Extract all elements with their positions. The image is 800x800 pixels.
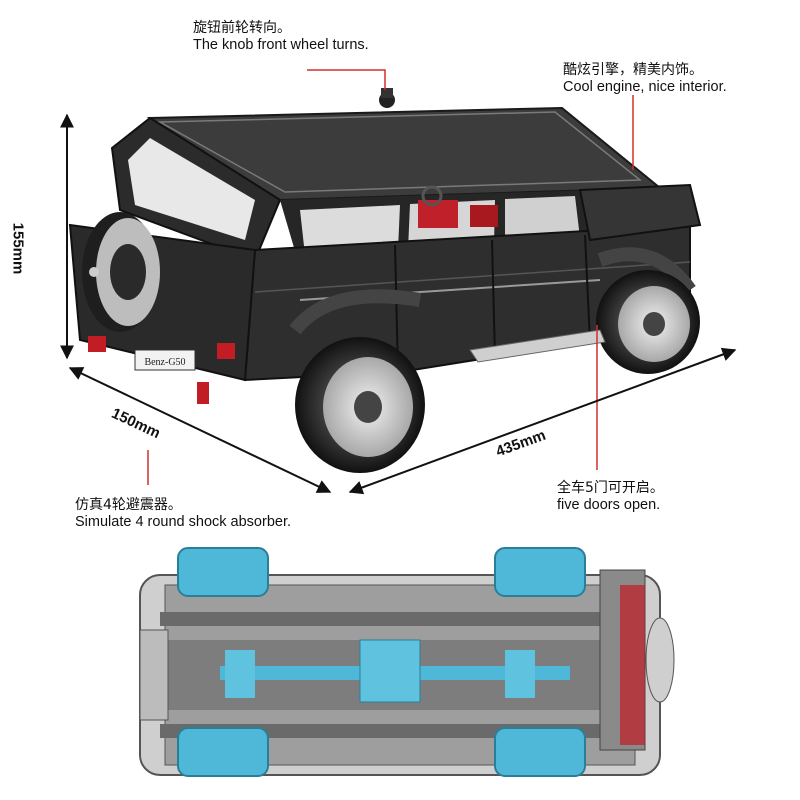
dimension-height-label: 155mm	[9, 222, 27, 275]
chassis-bottom-view	[139, 547, 675, 777]
annotation-doors: 全车5门可开启。 five doors open.	[557, 480, 664, 514]
tail-light	[88, 336, 106, 352]
width-arrow	[68, 367, 332, 493]
annotation-shock-zh: 仿真4轮避震器。	[75, 497, 182, 513]
wheel-rear-left	[494, 547, 586, 597]
wheel-front-left	[177, 547, 269, 597]
length-arrow	[348, 347, 737, 495]
license-plate-text: Benz-G50	[144, 357, 185, 368]
annotation-engine-en: Cool engine, nice interior.	[563, 78, 727, 95]
annotation-knob: 旋钮前轮转向。 The knob front wheel turns.	[193, 20, 369, 54]
hood	[578, 183, 702, 242]
dimension-lines	[60, 113, 737, 495]
rear-wheel	[295, 337, 425, 473]
wheel-front-right	[177, 727, 269, 777]
annotation-doors-en: five doors open.	[557, 496, 661, 513]
annotation-knob-zh: 旋钮前轮转向。	[193, 20, 291, 36]
vehicle-model: Benz-G50	[68, 88, 702, 473]
red-seat	[418, 200, 458, 228]
steering-wheel	[421, 185, 443, 207]
annotation-knob-en: The knob front wheel turns.	[193, 36, 369, 53]
annotation-doors-zh: 全车5门可开启。	[557, 480, 664, 496]
front-wheel	[596, 270, 700, 374]
spare-wheel-top	[645, 617, 675, 703]
annotation-engine-zh: 酷炫引擎，精美内饰。	[563, 62, 703, 78]
annotation-engine: 酷炫引擎，精美内饰。 Cool engine, nice interior.	[563, 62, 727, 96]
annotation-shock-en: Simulate 4 round shock absorber.	[75, 513, 292, 530]
wheel-rear-right	[494, 727, 586, 777]
annotation-shock: 仿真4轮避震器。 Simulate 4 round shock absorber…	[75, 497, 291, 531]
